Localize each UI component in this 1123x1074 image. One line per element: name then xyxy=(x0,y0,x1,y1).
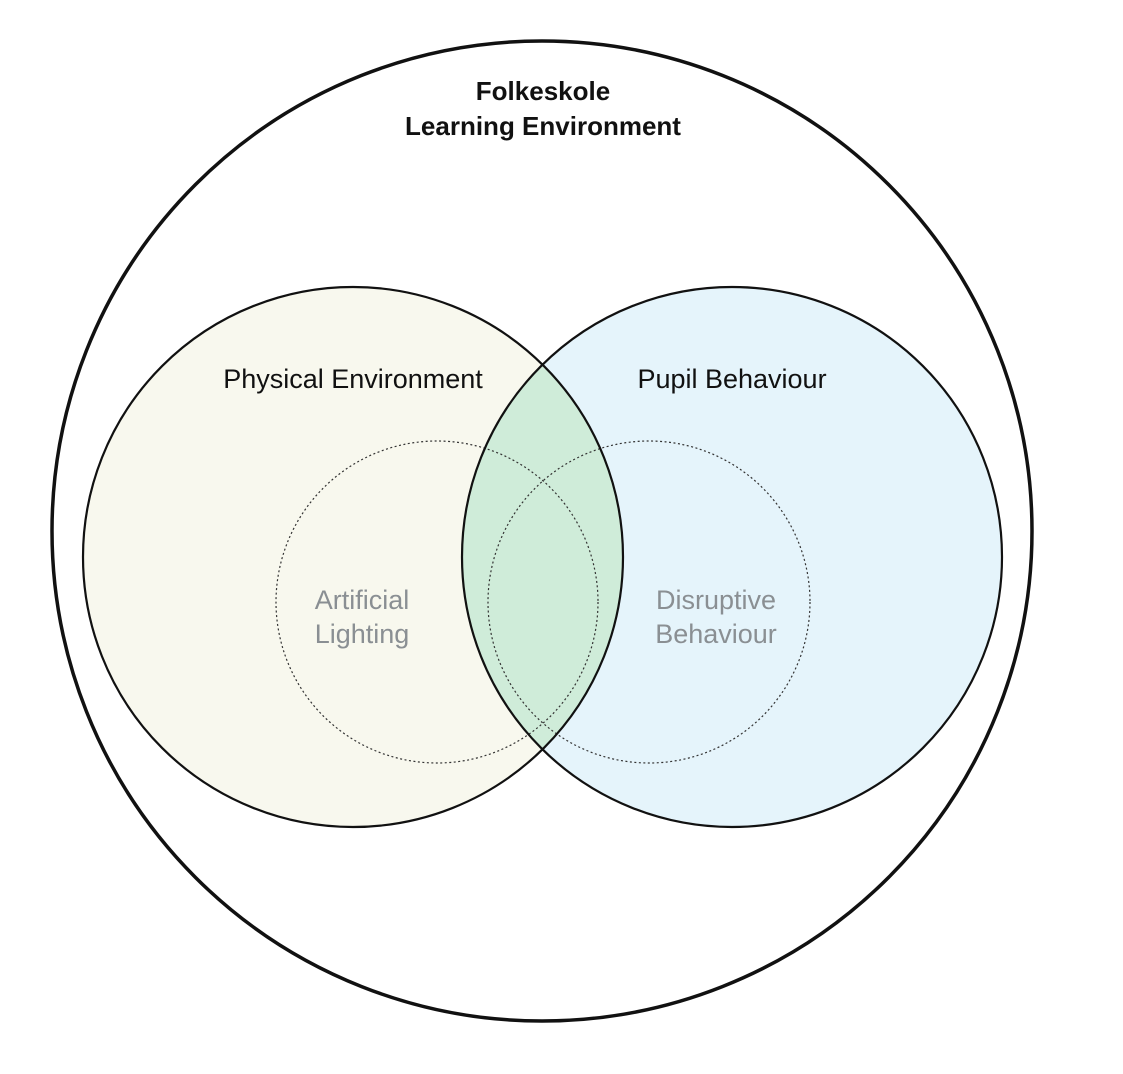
physical-environment-outline xyxy=(81,285,625,829)
physical-environment-circle xyxy=(83,287,623,827)
disruptive-behaviour-label-line1: Disruptive xyxy=(656,585,776,615)
disruptive-behaviour-label-line2: Behaviour xyxy=(655,619,777,649)
outer-title-line1: Folkeskole xyxy=(476,76,610,106)
pupil-behaviour-label: Pupil Behaviour xyxy=(637,364,826,394)
physical-environment-label: Physical Environment xyxy=(223,364,483,394)
outer-title-line2: Learning Environment xyxy=(405,111,681,141)
artificial-lighting-label-line2: Lighting xyxy=(315,619,410,649)
pupil-behaviour-outline xyxy=(460,285,1004,829)
pupil-behaviour-circle xyxy=(462,287,1002,827)
disruptive-behaviour-circle xyxy=(487,440,811,764)
artificial-lighting-circle xyxy=(275,440,599,764)
artificial-lighting-label-line1: Artificial xyxy=(315,585,410,615)
